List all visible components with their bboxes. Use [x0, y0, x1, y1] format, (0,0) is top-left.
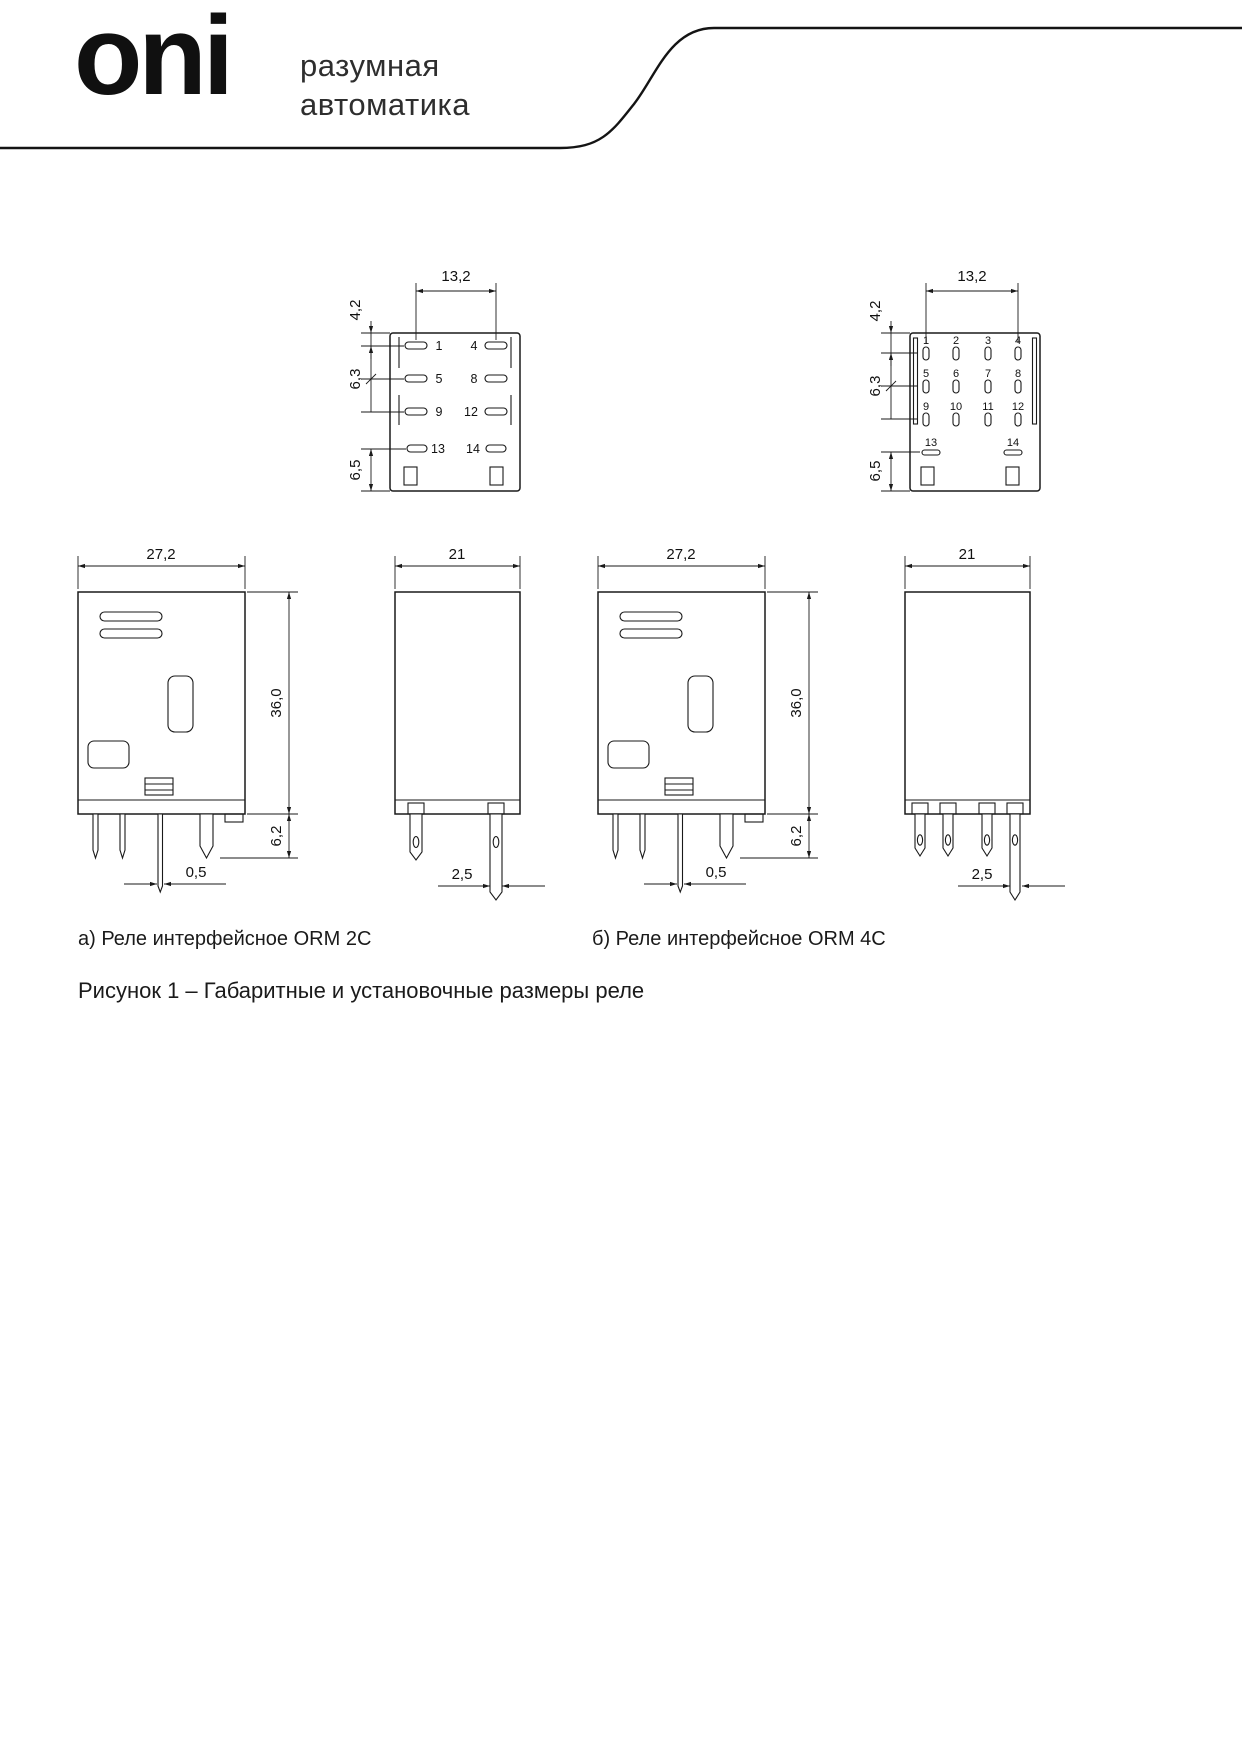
caption-orm4c: б) Реле интерфейсное ORM 4C [592, 928, 886, 950]
dim-label-pin-span-4c: 13,2 [957, 268, 986, 285]
orm2c-front-view: 21 2,5 [394, 546, 545, 901]
oni-logo: oni [74, 0, 234, 118]
orm4c-bottom-view: 1 2 3 4 5 6 7 8 9 10 11 12 13 14 13,2 [867, 268, 1041, 492]
pin-label-5: 5 [923, 368, 929, 380]
dim-label-pin-thickness-2c: 0,5 [186, 864, 207, 881]
dim-label-body-height-2c: 36,0 [268, 688, 285, 717]
pin-label-1: 1 [436, 339, 443, 353]
dim-label-top-offset-4c: 4,2 [867, 301, 884, 322]
orm2c-bottom-view: 1 4 5 8 9 12 13 14 13,2 4,2 [347, 268, 521, 492]
figure-caption: Рисунок 1 – Габаритные и установочные ра… [78, 978, 645, 1003]
tagline-line2: автоматика [300, 87, 470, 122]
dim-label-bottom-offset-2c: 6,5 [347, 460, 364, 481]
pin-label-13: 13 [925, 437, 937, 449]
header-divider-curve [0, 26, 1242, 150]
dim-label-body-width-4c: 27,2 [666, 546, 695, 563]
pin-label-8: 8 [1015, 368, 1021, 380]
technical-drawing-canvas: 1 4 5 8 9 12 13 14 13,2 4,2 [0, 26, 1242, 902]
pin-label-7: 7 [985, 368, 991, 380]
dim-label-row-pitch-2c: 6,3 [347, 369, 364, 390]
dim-label-pin-width-4c: 2,5 [972, 866, 993, 883]
pin-label-10: 10 [950, 401, 962, 413]
pin-label-9: 9 [923, 401, 929, 413]
dim-label-body-width-2c: 27,2 [146, 546, 175, 563]
pin-label-14: 14 [1007, 437, 1019, 449]
pin-label-5: 5 [436, 372, 443, 386]
pin-label-3: 3 [985, 335, 991, 347]
brand-tagline: разумная автоматика [300, 46, 470, 124]
dim-label-pin-protrusion-4c: 6,2 [788, 826, 805, 847]
dim-label-body-height-4c: 36,0 [788, 688, 805, 717]
dim-label-body-depth-2c: 21 [449, 546, 466, 563]
pin-label-13: 13 [431, 442, 445, 456]
tagline-line1: разумная [300, 48, 440, 83]
dim-label-row-pitch-4c: 6,3 [867, 376, 884, 397]
pin-label-14: 14 [466, 442, 480, 456]
pin-label-11: 11 [982, 401, 993, 413]
dim-label-pin-thickness-4c: 0,5 [706, 864, 727, 881]
dim-label-top-offset-2c: 4,2 [347, 300, 364, 321]
pin-label-12: 12 [1012, 401, 1024, 413]
dim-label-pin-protrusion-2c: 6,2 [268, 826, 285, 847]
dim-label-pin-width-2c: 2,5 [452, 866, 473, 883]
orm4c-side-view: 27,2 36,0 6,2 0,5 [597, 546, 818, 894]
pin-label-9: 9 [436, 405, 443, 419]
pin-label-2: 2 [953, 335, 959, 347]
caption-orm2c: а) Реле интерфейсное ORM 2C [78, 928, 372, 950]
orm2c-side-view: 27,2 36,0 6,2 0,5 [77, 546, 298, 894]
dim-label-bottom-offset-4c: 6,5 [867, 461, 884, 482]
dim-label-pin-span-2c: 13,2 [441, 268, 470, 285]
pin-label-6: 6 [953, 368, 959, 380]
orm4c-front-view: 21 2,5 [904, 546, 1065, 902]
pin-label-12: 12 [464, 405, 478, 419]
dim-label-body-depth-4c: 21 [959, 546, 976, 563]
pin-label-8: 8 [471, 372, 478, 386]
pin-label-4: 4 [471, 339, 478, 353]
